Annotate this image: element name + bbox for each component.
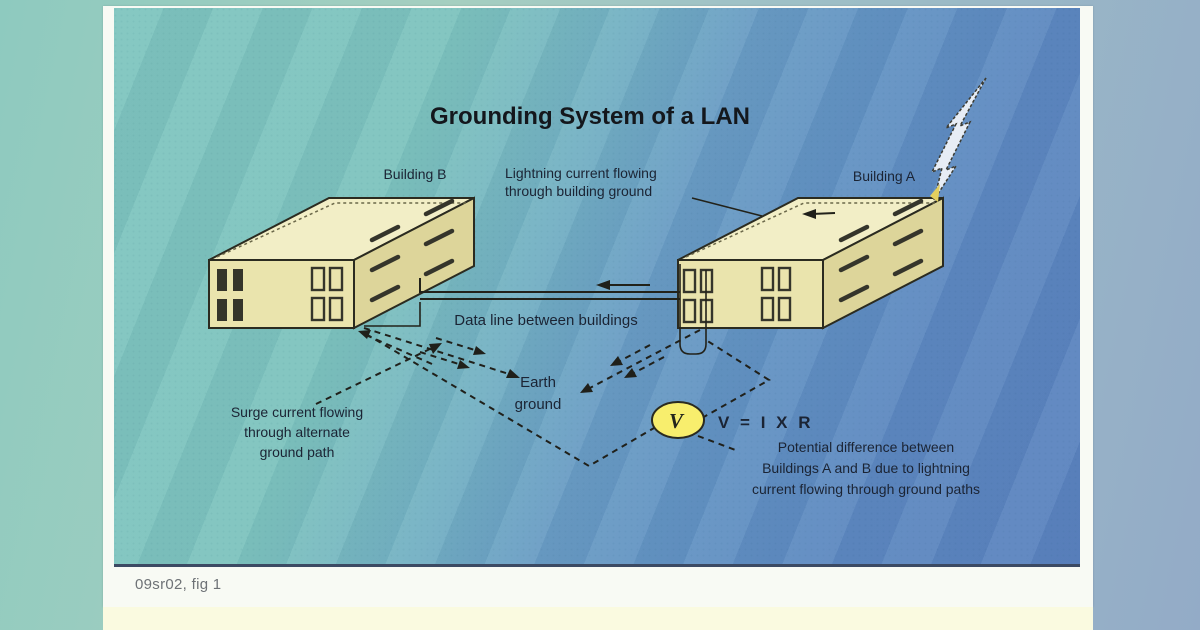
alternate-ground-path	[365, 333, 771, 468]
building-a-ground-conductor	[679, 264, 707, 355]
caption-strip-yellow	[103, 607, 1093, 630]
lightning-annotation: Lightning current flowing through buildi…	[505, 165, 763, 217]
building-a-side-windows	[838, 198, 924, 303]
building-b-label: Building B	[383, 166, 446, 182]
data-line-label: Data line between buildings	[454, 312, 637, 329]
building-b-front	[208, 259, 355, 329]
building-b-ground-conductor	[364, 302, 421, 327]
building-a-windows	[682, 266, 792, 324]
data-line-direction-arrow	[596, 280, 650, 290]
potential-pointer-line	[697, 435, 739, 452]
lightning-pointer-line	[691, 197, 763, 217]
lightning-bolt-icon	[930, 77, 987, 202]
building-a-front	[677, 259, 824, 329]
surge-label-line1: Surge current flowing	[231, 404, 363, 420]
surge-label-line2: through alternate	[244, 424, 350, 440]
voltmeter-symbol: V	[669, 409, 685, 433]
building-a-label: Building A	[853, 168, 916, 184]
building-b-illustration	[208, 196, 475, 330]
building-a-illustration	[677, 196, 944, 355]
building-b-side-windows	[369, 198, 455, 303]
potential-label-line2: Buildings A and B due to lightning	[762, 460, 970, 476]
surge-label-line3: ground path	[260, 444, 335, 460]
lightning-label-line1: Lightning current flowing	[505, 165, 657, 181]
building-a-roof-edge	[685, 202, 935, 258]
earth-ground-label-line1: Earth	[520, 374, 556, 391]
equation-label: V = I X R	[718, 413, 814, 432]
potential-annotation: Potential difference between Buildings A…	[752, 439, 980, 497]
diagram-title: Grounding System of a LAN	[430, 103, 750, 130]
building-b-roof-edge	[216, 202, 466, 258]
lightning-label-line2: through building ground	[505, 183, 652, 199]
lan-grounding-diagram: Grounding System of a LAN	[114, 8, 1080, 561]
diagram-panel: Grounding System of a LAN	[114, 8, 1080, 567]
potential-label-line1: Potential difference between	[778, 439, 954, 455]
building-b-windows	[217, 266, 344, 322]
voltmeter-icon: V	[651, 401, 705, 439]
earth-ground-label-line2: ground	[515, 396, 562, 413]
surge-annotation: Surge current flowing through alternate …	[231, 343, 442, 460]
figure-caption: 09sr02, fig 1	[135, 576, 222, 593]
data-line	[419, 278, 680, 300]
potential-label-line3: current flowing through ground paths	[752, 481, 980, 497]
roof-current-arrow	[802, 209, 836, 219]
